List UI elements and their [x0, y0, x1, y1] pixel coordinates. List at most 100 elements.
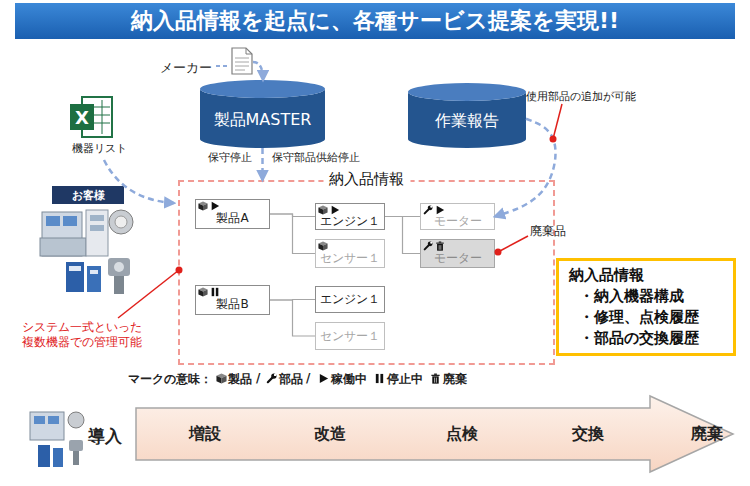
info-box: 納入品情報・納入機器構成・修理、点検履歴・部品の交換履歴 — [556, 258, 736, 356]
legend-running-icon — [320, 374, 328, 383]
legend-stopped-icon — [376, 374, 383, 383]
dashed-arrow — [253, 62, 263, 80]
label-text: 保守停止 — [208, 150, 252, 165]
label-text: 導入 — [88, 425, 122, 448]
label-text: 機器リスト — [72, 141, 127, 156]
product-icon — [318, 205, 327, 214]
flowmeter-face — [115, 216, 127, 228]
console-screen — [63, 216, 77, 226]
controller-illustration — [87, 266, 101, 292]
product-icon — [198, 287, 207, 296]
document-fold — [246, 48, 252, 54]
flowmeter-illustration — [109, 210, 133, 234]
node-body-text: ・部品の交換履歴 — [569, 328, 723, 349]
controller-illustration — [53, 448, 63, 467]
leader-line — [553, 104, 562, 139]
document-line — [235, 62, 249, 63]
node-text: モーター — [434, 250, 482, 267]
database-cylinder: 作業報告 — [408, 83, 526, 148]
disposed-part-box: モーター — [420, 239, 495, 268]
console-screen — [34, 416, 45, 424]
controller-display — [90, 270, 98, 274]
legend-text: 稼働中 — [331, 371, 367, 388]
node-body-text: ・納入機器構成 — [569, 286, 723, 307]
node-text: センサー１ — [320, 328, 380, 345]
excel-badge — [70, 104, 94, 130]
legend-text: 製品 — [228, 371, 252, 388]
label-text: 廃棄品 — [530, 223, 566, 240]
tree-connector — [270, 300, 315, 336]
node-text: 作業報告 — [435, 111, 499, 132]
label-text: メーカー — [160, 59, 212, 77]
label-text: 保守部品供給停止 — [272, 150, 360, 165]
dashed-connector — [261, 148, 264, 180]
excel-grid — [94, 115, 110, 116]
disposed-icon — [436, 242, 444, 251]
customer-tag: お客様 — [52, 186, 124, 204]
node-text: 製品MASTER — [214, 110, 312, 131]
running-icon — [212, 202, 220, 210]
stopped-icon — [212, 288, 219, 296]
document-line — [235, 58, 249, 59]
transmitter-illustration — [108, 258, 130, 276]
dashed-connector — [495, 119, 556, 217]
cabinet-illustration — [86, 210, 108, 256]
excel-sheet — [82, 97, 112, 137]
dashed-line — [216, 65, 229, 67]
tree-connector — [270, 299, 315, 301]
node-text: モーター — [434, 213, 482, 230]
console-desk — [40, 238, 86, 256]
node-text: エンジン１ — [320, 213, 380, 230]
transmitter-illustration — [69, 440, 83, 451]
arrow-outline — [136, 396, 733, 472]
legend-product-icon — [216, 373, 226, 383]
node-text: 納入品情報 — [323, 170, 410, 189]
group-box: 納入品情報製品Aエンジン１センサー１モーターモーター製品Bエンジン１センサー１ — [178, 180, 555, 365]
label-text: X — [70, 104, 94, 130]
cylinder-top — [200, 80, 325, 98]
part-box: エンジン１ — [315, 203, 385, 230]
node-text: センサー１ — [320, 250, 380, 267]
node-text: 製品A — [216, 210, 248, 227]
node-body-text: ・修理、点検履歴 — [569, 307, 723, 328]
document-icon — [232, 48, 252, 74]
cabinet-panel — [90, 215, 104, 221]
part-box: モーター — [420, 203, 495, 230]
cabinet-panel — [90, 225, 104, 231]
document-line — [235, 70, 245, 71]
product-icon — [198, 201, 207, 210]
legend-text: 部品 — [279, 371, 303, 388]
label-text: システム一式といった 複数機器での管理可能 — [22, 320, 148, 350]
product-box: 製品B — [195, 285, 270, 315]
excel-grid — [94, 107, 110, 108]
console-illustration — [30, 412, 64, 440]
part-icon — [425, 205, 433, 213]
node-body-text: 交換 — [572, 424, 604, 445]
tree-connector — [270, 214, 315, 217]
cylinder-top — [408, 83, 526, 101]
excel-grid — [94, 123, 110, 124]
flowmeter-illustration — [68, 412, 84, 428]
product-icon — [318, 241, 327, 250]
node-text: お客様 — [72, 188, 105, 203]
node-body-text: 点検 — [446, 424, 478, 445]
tree-connector — [270, 214, 315, 254]
part-box: エンジン１ — [315, 286, 385, 313]
legend-disposed-icon — [431, 374, 439, 384]
running-icon — [332, 206, 340, 214]
excel-grid — [102, 100, 103, 134]
console-screen — [46, 216, 60, 226]
tree-connector — [385, 217, 420, 254]
controller-illustration — [38, 445, 50, 467]
part-box: センサー１ — [315, 322, 385, 350]
node-text: 製品B — [216, 296, 248, 313]
arrow-shape — [135, 395, 735, 473]
leader-dot — [495, 249, 502, 256]
leader-line — [498, 236, 528, 252]
label-text: / — [306, 371, 310, 385]
part-icon — [425, 241, 433, 249]
legend-text: 廃棄 — [443, 371, 467, 388]
node-body-text: 廃棄 — [691, 424, 723, 445]
transmitter-body — [114, 276, 124, 294]
